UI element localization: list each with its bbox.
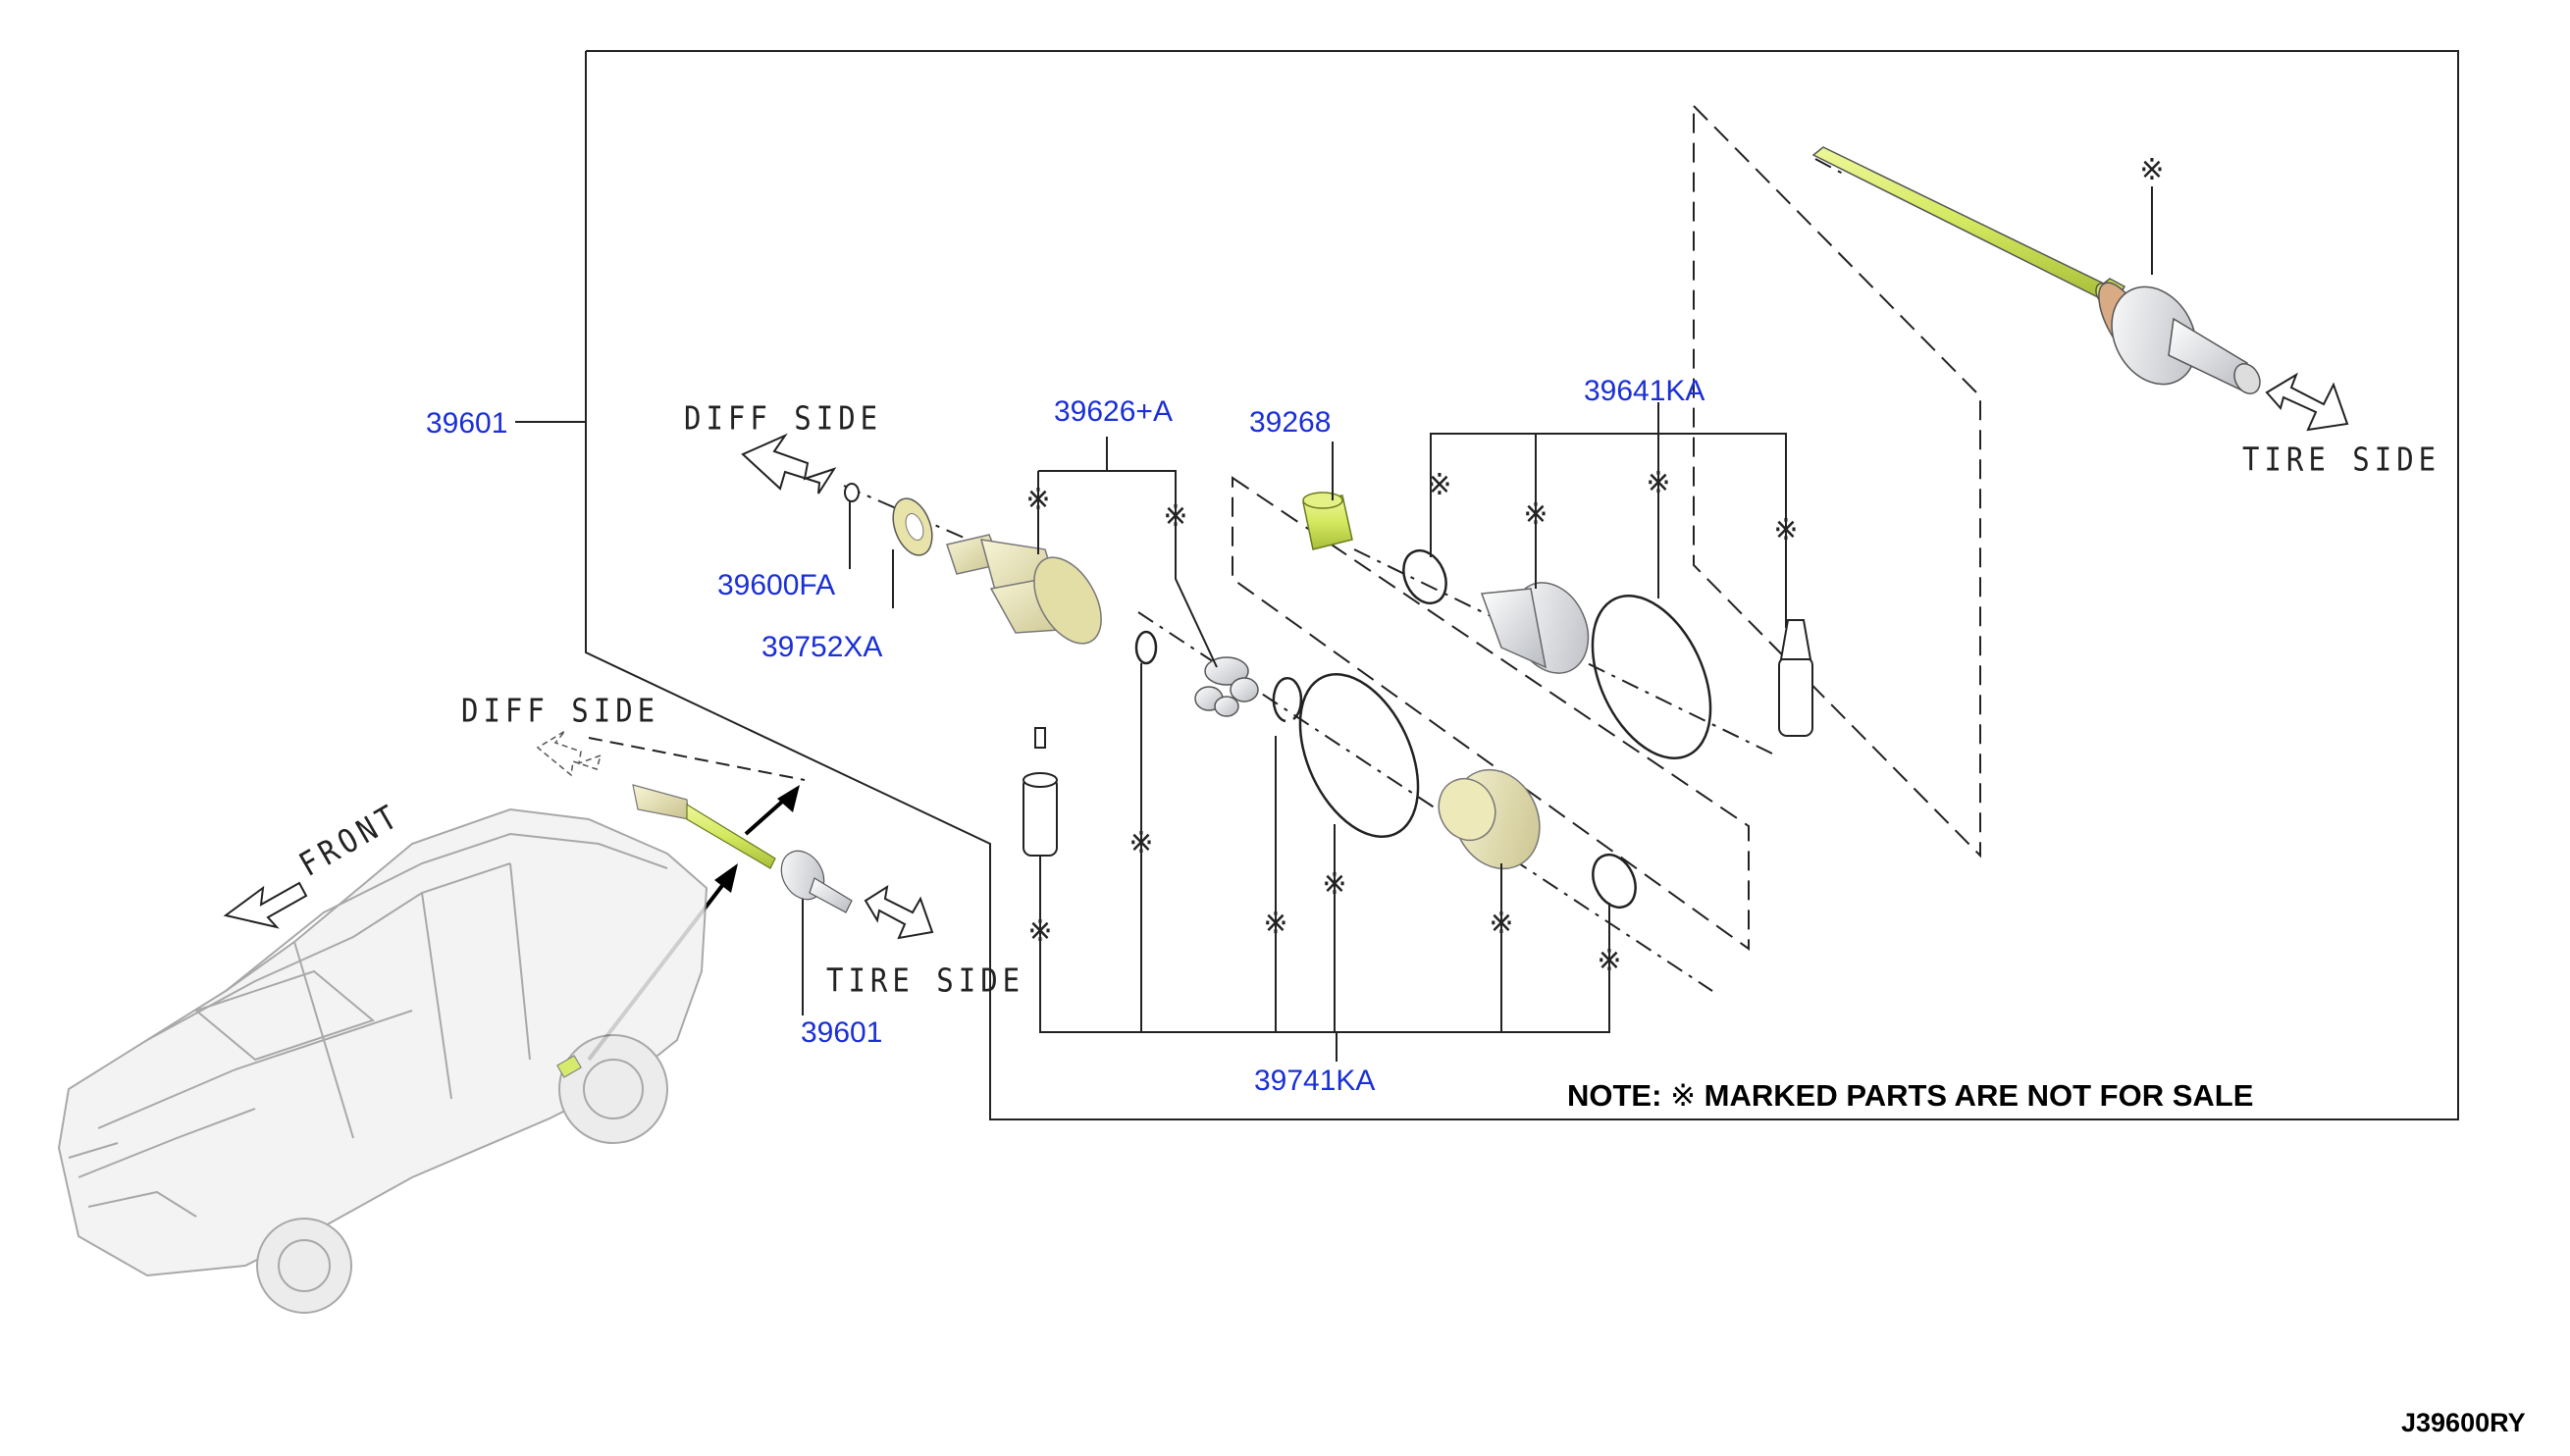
vehicle-ghost: [57, 807, 708, 1314]
washer-39752XA: [892, 497, 933, 556]
inner-boot: [1438, 768, 1541, 870]
note-prefix: NOTE:: [1567, 1078, 1662, 1113]
not-for-sale-mark: ※: [1597, 944, 1622, 978]
not-for-sale-mark: ※: [1025, 483, 1051, 517]
part-label-39626A: 39626+A: [1054, 395, 1173, 428]
part-label-39601: 39601: [426, 407, 508, 440]
outer-boot: [1480, 582, 1590, 674]
not-for-sale-mark: ※: [2139, 153, 2165, 187]
diff-side-arrow-top: [741, 433, 837, 494]
frame-outline: [585, 50, 2459, 1120]
grease-tube-left: [1023, 727, 1058, 857]
grease-tube-right: [1778, 619, 1813, 737]
not-for-sale-mark: ※: [1489, 907, 1514, 941]
not-for-sale-mark: ※: [1322, 867, 1347, 902]
boot-band-large: [1298, 673, 1420, 838]
part-label-39600FA: 39600FA: [717, 569, 836, 601]
shaft-group-box: [1693, 103, 1981, 858]
part-label-39752XA: 39752XA: [761, 631, 883, 663]
boot-group-box: [1232, 476, 1750, 951]
not-for-sale-mark: ※: [1263, 907, 1288, 941]
not-for-sale-mark: ※: [1646, 466, 1671, 500]
not-for-sale-mark: ※: [1163, 499, 1188, 534]
inner-joint-housing: [946, 534, 1102, 645]
note: NOTE: ※ MARKED PARTS ARE NOT FOR SALE: [1567, 1080, 2253, 1112]
boot-band-small: [1592, 854, 1637, 909]
tire-side-label-small: TIRE SIDE: [826, 961, 1025, 1000]
tire-side-arrow-small: [864, 884, 934, 940]
part-label-39741KA: 39741KA: [1254, 1065, 1376, 1097]
note-mark: ※: [1670, 1078, 1697, 1114]
diff-side-label: DIFF SIDE: [684, 398, 883, 438]
front-arrow: [223, 881, 308, 929]
part-label-39268: 39268: [1249, 406, 1332, 439]
tripod-spider: [1194, 656, 1259, 717]
diagram-reference: J39600RY: [2401, 1408, 2526, 1437]
tire-side-arrow-top: [2265, 372, 2349, 432]
not-for-sale-mark: ※: [1773, 513, 1799, 547]
drive-shaft-small: [632, 784, 853, 913]
not-for-sale-mark: ※: [1027, 914, 1053, 949]
part-label-39601-small: 39601: [801, 1016, 883, 1049]
outer-cv-joint: [2098, 282, 2261, 394]
diff-side-arrow-small: [536, 730, 603, 777]
not-for-sale-mark: ※: [1427, 468, 1452, 502]
not-for-sale-mark: ※: [1523, 497, 1548, 532]
note-text: MARKED PARTS ARE NOT FOR SALE: [1704, 1078, 2254, 1113]
tire-side-label: TIRE SIDE: [2242, 440, 2441, 479]
diff-side-label-small: DIFF SIDE: [461, 691, 660, 730]
dynamic-damper: [1302, 492, 1353, 550]
not-for-sale-mark: ※: [1128, 826, 1154, 860]
part-label-39641KA: 39641KA: [1584, 375, 1705, 407]
